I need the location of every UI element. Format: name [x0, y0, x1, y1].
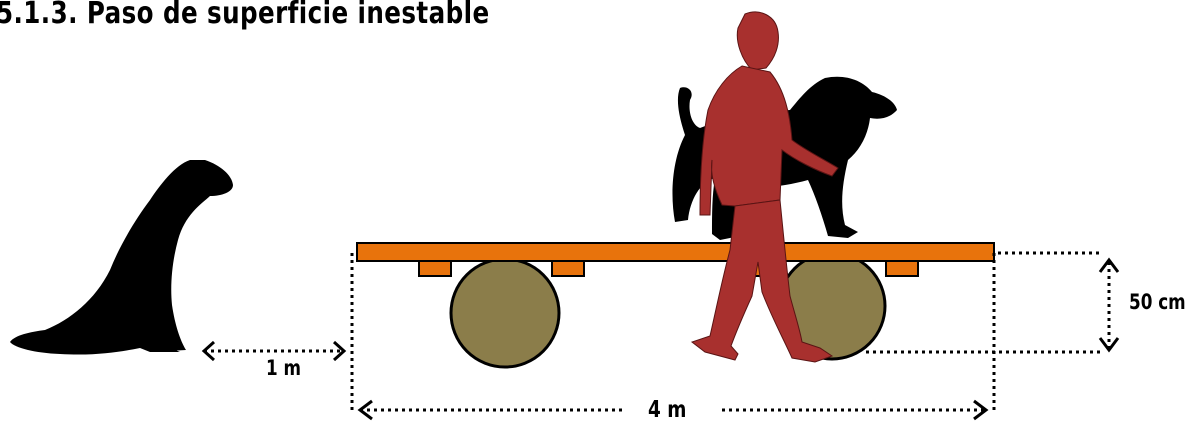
dimension-4m: [352, 253, 994, 419]
support-block: [886, 261, 918, 276]
sitting-dog-icon: [10, 160, 233, 355]
label-50cm: 50 cm: [1129, 290, 1186, 314]
platform-plank: [357, 243, 994, 261]
label-4m: 4 m: [648, 397, 686, 423]
support-block: [419, 261, 451, 276]
support-block: [552, 261, 584, 276]
barrel-left: [451, 259, 559, 367]
label-1m: 1 m: [266, 356, 301, 380]
